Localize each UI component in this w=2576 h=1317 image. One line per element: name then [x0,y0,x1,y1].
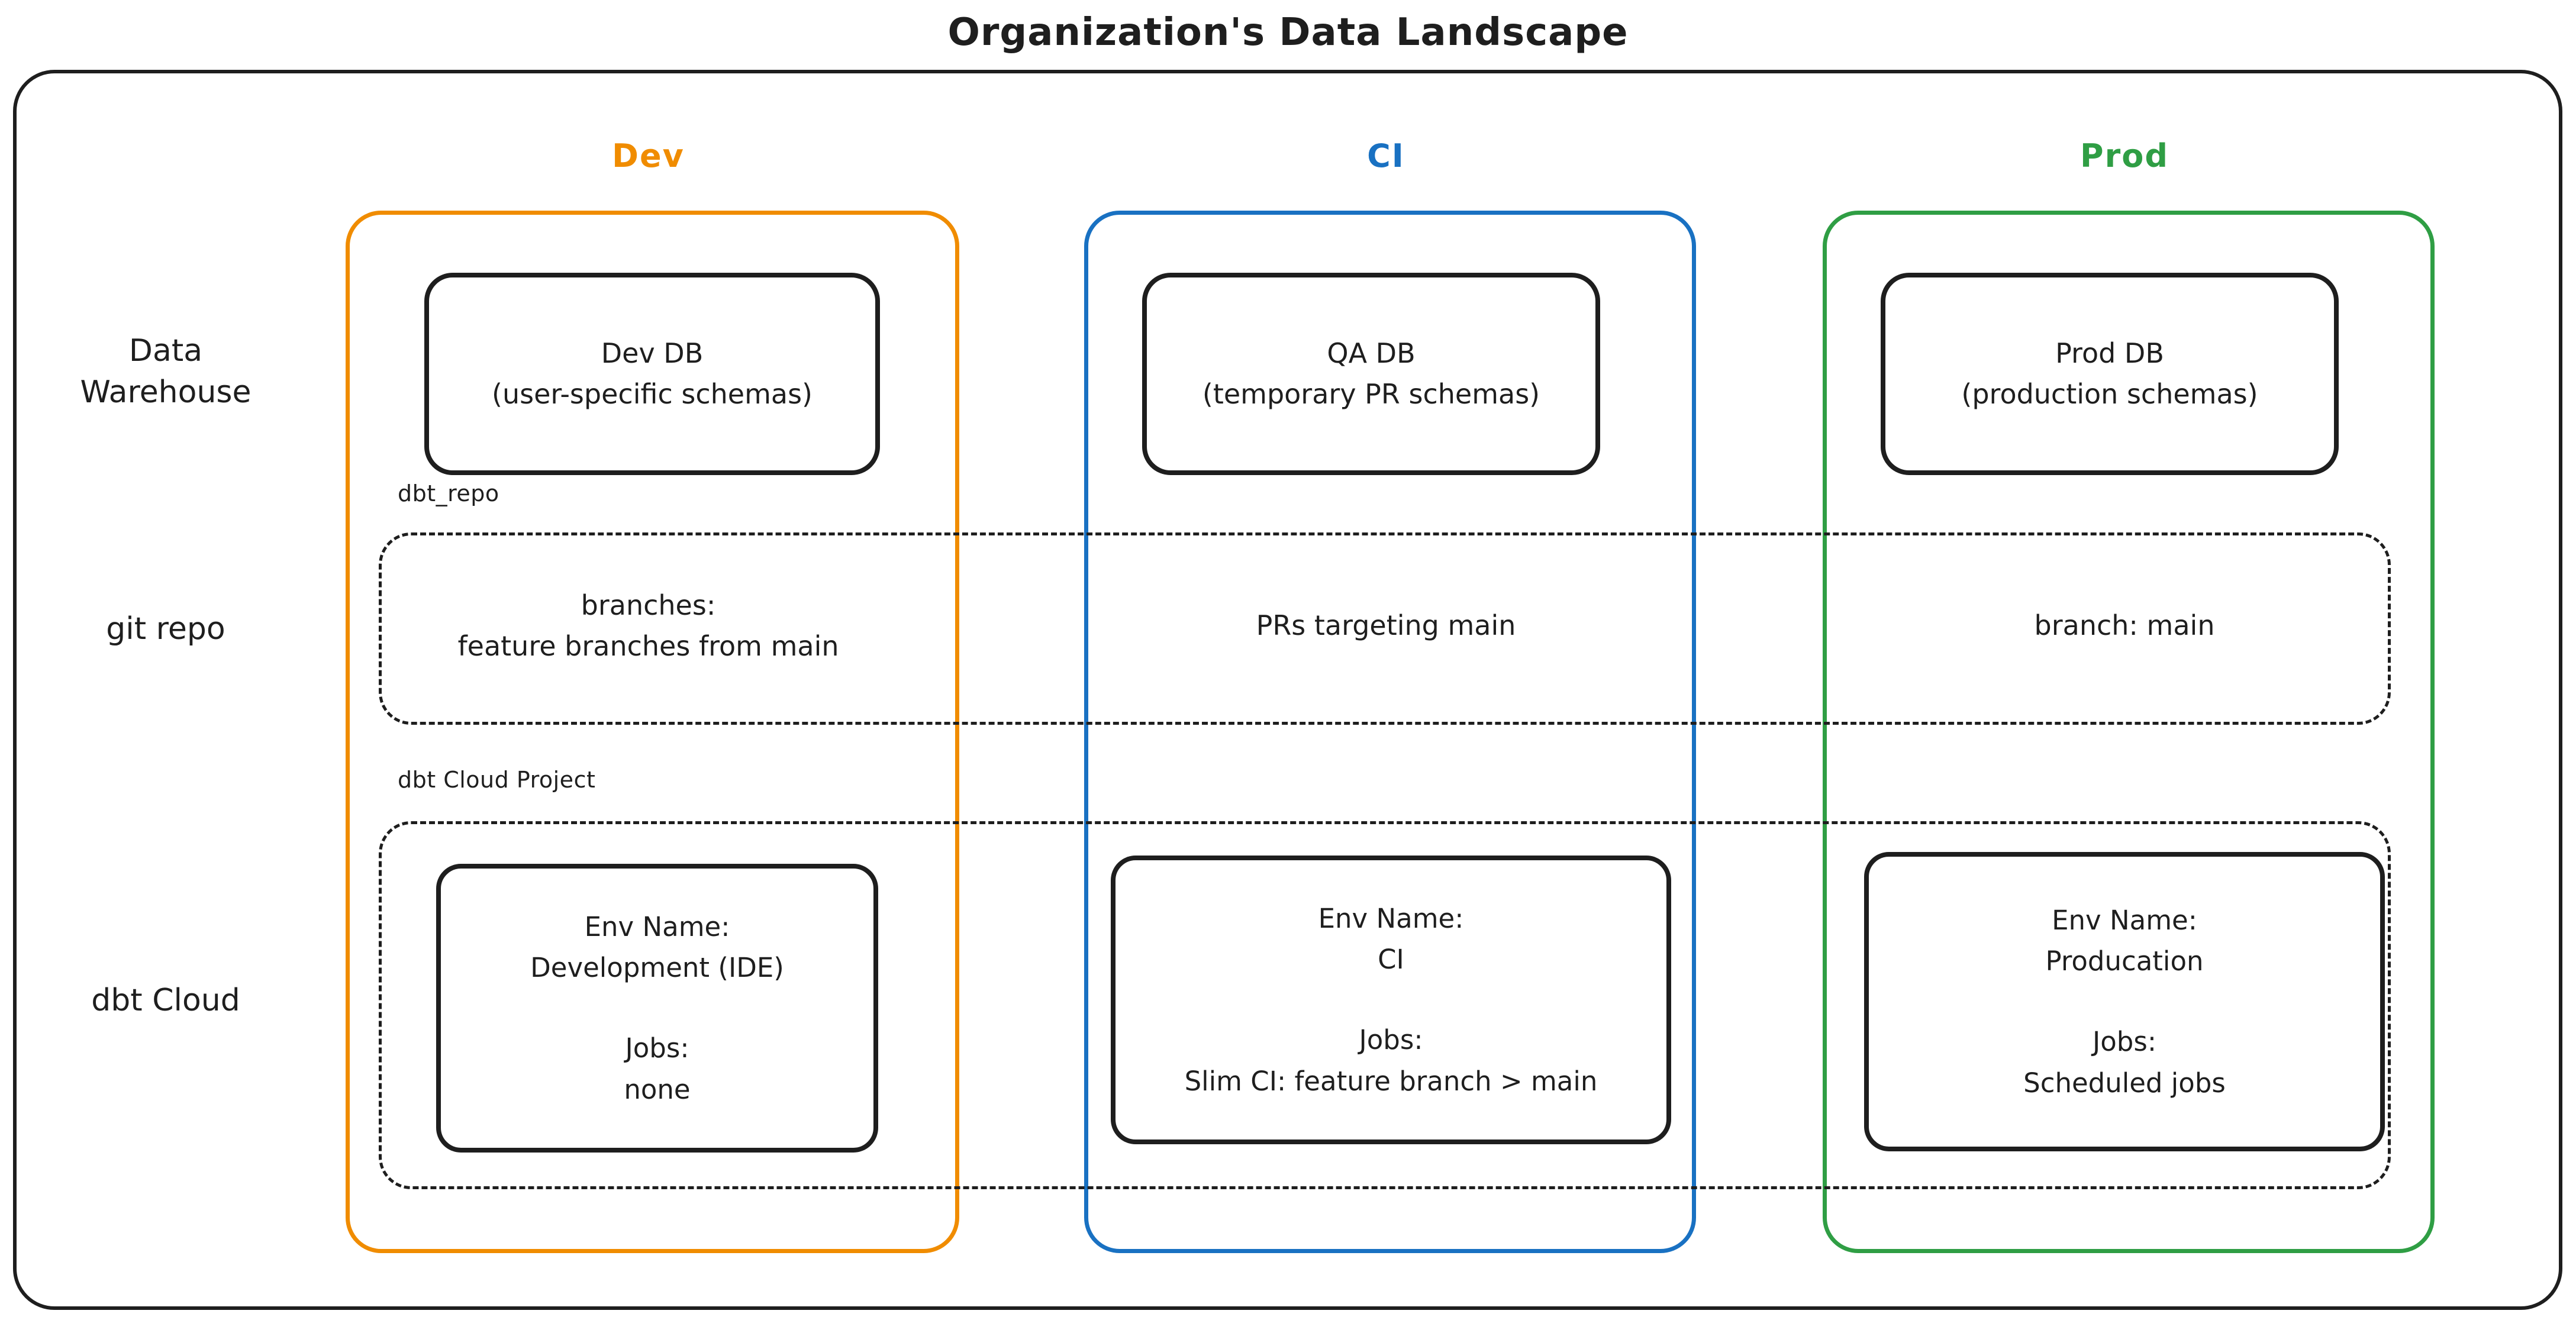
ci-git-cell: PRs targeting main [1084,532,1688,719]
qa-db-box: QA DB (temporary PR schemas) [1142,273,1600,475]
dev-env-label: Env Name: [584,911,730,942]
column-ci [1084,211,1696,1253]
dev-db-detail: (user-specific schemas) [492,378,813,410]
dev-env-box: Env Name: Development (IDE) Jobs: none [436,864,878,1153]
column-prod [1823,211,2435,1253]
dbt-repo-label: dbt_repo [398,480,499,506]
dev-git-cell: branches: feature branches from main [346,532,951,719]
column-header-prod: Prod [2080,137,2169,175]
column-dev [346,211,959,1253]
ci-jobs-value: Slim CI: feature branch > main [1184,1065,1598,1097]
row-label-data-warehouse: Data Warehouse [47,330,284,413]
prod-db-name: Prod DB [2055,337,2164,369]
row-label-data-warehouse-line1: Data [128,333,203,369]
dbt-cloud-project-dashed-box [379,821,2391,1189]
dev-env-value: Development (IDE) [530,952,784,984]
row-label-data-warehouse-line2: Warehouse [80,375,252,411]
dev-jobs-value: none [624,1073,691,1105]
ci-env-value: CI [1378,944,1404,976]
row-label-git-repo: git repo [106,611,225,647]
diagram-title: Organization's Data Landscape [947,11,1629,54]
dev-db-box: Dev DB (user-specific schemas) [424,273,880,475]
dev-git-line2: feature branches from main [457,630,839,662]
column-header-ci: CI [1367,137,1405,175]
prod-git-line1: branch: main [2034,609,2215,641]
row-label-dbt-cloud: dbt Cloud [91,983,240,1018]
column-header-dev: Dev [612,137,685,175]
qa-db-name: QA DB [1327,337,1416,369]
ci-jobs-label: Jobs: [1359,1024,1423,1055]
prod-git-cell: branch: main [1823,532,2426,719]
prod-env-box: Env Name: Producation Jobs: Scheduled jo… [1864,852,2385,1151]
dev-git-line1: branches: [581,589,716,621]
dev-jobs-label: Jobs: [625,1032,689,1064]
prod-env-label: Env Name: [2052,904,2197,936]
ci-git-line1: PRs targeting main [1256,609,1516,641]
prod-db-detail: (production schemas) [1961,378,2258,410]
ci-env-label: Env Name: [1318,902,1464,934]
prod-db-box: Prod DB (production schemas) [1881,273,2339,475]
outer-frame [13,70,2562,1310]
git-repo-dashed-box [379,532,2391,725]
prod-jobs-value: Scheduled jobs [2023,1067,2226,1099]
qa-db-detail: (temporary PR schemas) [1202,378,1540,410]
dbt-cloud-project-label: dbt Cloud Project [398,767,596,793]
ci-env-box: Env Name: CI Jobs: Slim CI: feature bran… [1111,856,1671,1144]
prod-env-value: Producation [2045,945,2204,977]
dev-db-name: Dev DB [601,337,704,369]
prod-jobs-label: Jobs: [2093,1026,2156,1057]
